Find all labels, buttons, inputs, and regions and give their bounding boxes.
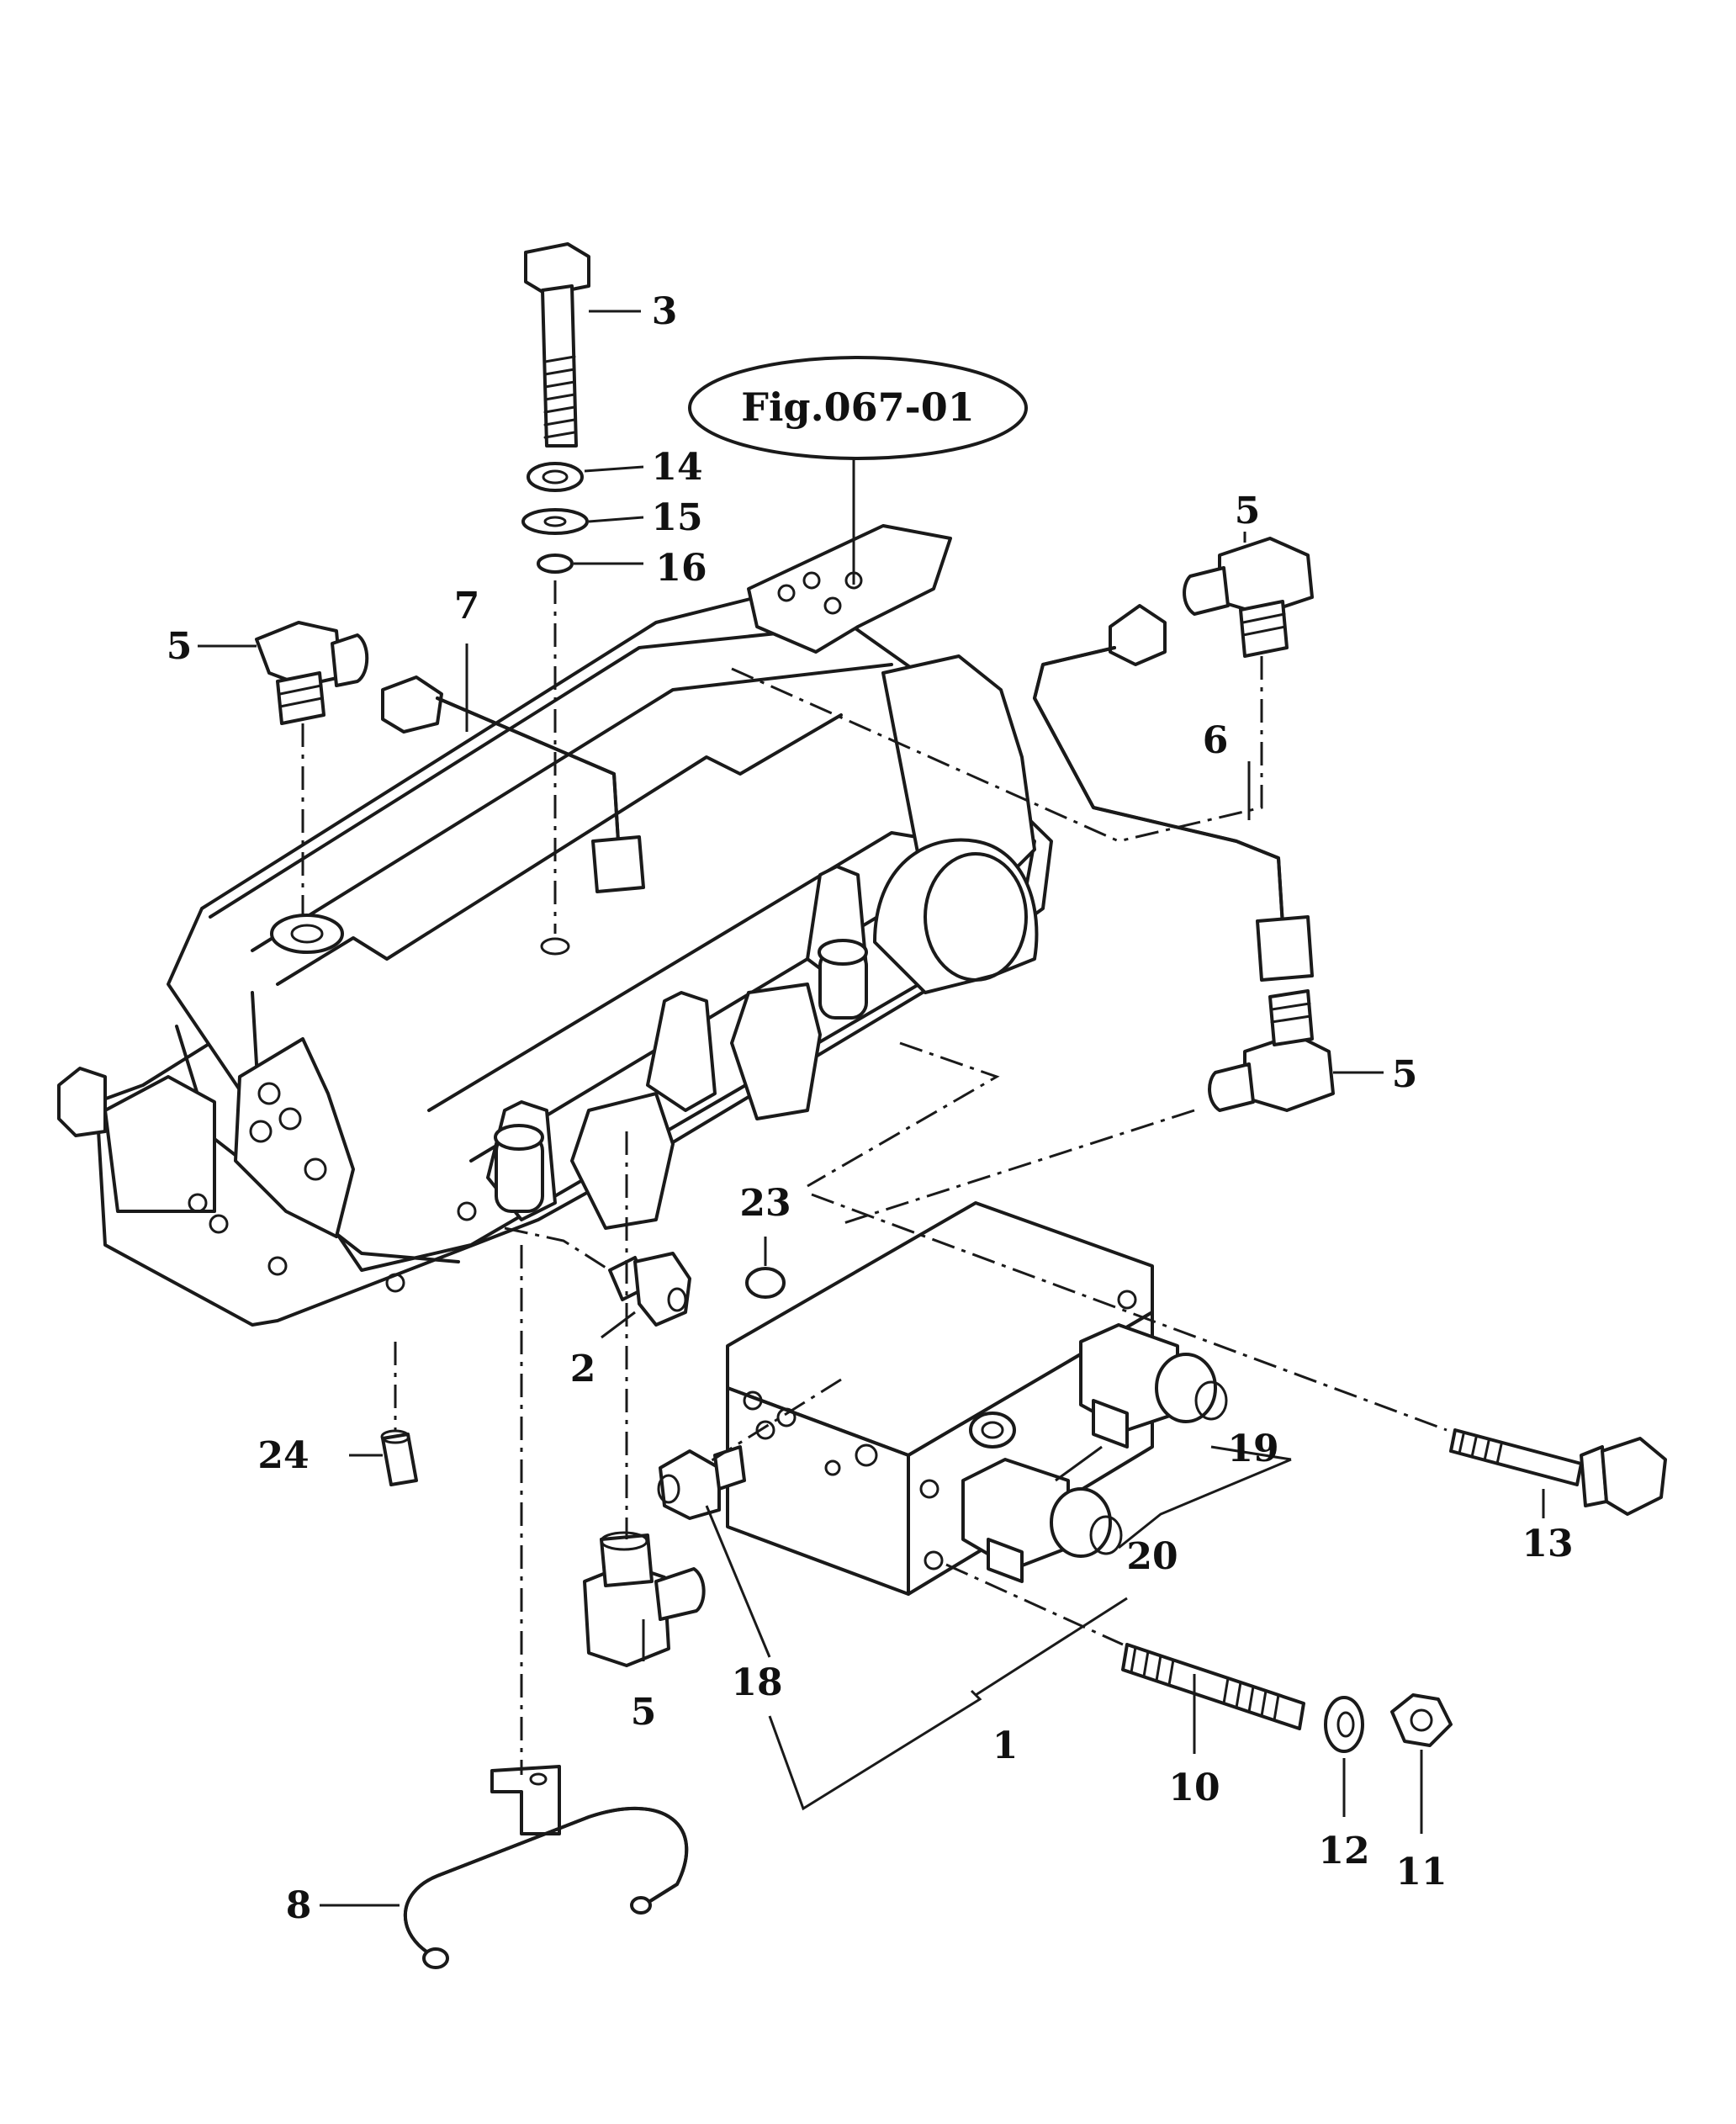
callouts: 3 14 15 16 5 7 5 6 5 23 2 24 19 20 13 18… bbox=[167, 290, 1574, 1927]
part-20-valve bbox=[961, 1458, 1123, 1583]
assembly-lines bbox=[301, 580, 1448, 1775]
figure-reference-label: Fig.067-01 bbox=[741, 384, 974, 430]
callout-6: 6 bbox=[1203, 719, 1229, 762]
callout-19: 19 bbox=[1227, 1427, 1278, 1470]
part-2-fitting bbox=[608, 1252, 691, 1327]
leader-lines bbox=[198, 310, 1545, 1907]
callout-12: 12 bbox=[1318, 1830, 1369, 1872]
callout-23: 23 bbox=[739, 1182, 791, 1225]
callout-20: 20 bbox=[1126, 1535, 1178, 1578]
part-6-tube bbox=[1033, 604, 1314, 982]
part-3-bolt bbox=[524, 242, 590, 448]
housing-cover bbox=[57, 524, 1053, 1327]
callout-24: 24 bbox=[257, 1434, 309, 1477]
part-15-washer bbox=[521, 508, 589, 535]
callout-14: 14 bbox=[651, 446, 702, 489]
callout-1: 1 bbox=[992, 1724, 1019, 1767]
callout-10: 10 bbox=[1168, 1766, 1220, 1809]
part-13-bolt bbox=[1449, 1428, 1667, 1516]
callout-7: 7 bbox=[454, 585, 480, 628]
callout-11: 11 bbox=[1395, 1851, 1447, 1894]
part-5-elbow-bottom bbox=[583, 1531, 706, 1667]
callout-18: 18 bbox=[731, 1661, 782, 1704]
part-23-o-ring bbox=[745, 1267, 786, 1299]
part-16-o-ring bbox=[537, 554, 574, 574]
callout-13: 13 bbox=[1522, 1523, 1573, 1565]
callout-5-left: 5 bbox=[167, 625, 193, 668]
callout-5-top-right: 5 bbox=[1235, 490, 1261, 532]
part-8-tube bbox=[403, 1765, 689, 1969]
part-11-nut bbox=[1390, 1693, 1453, 1747]
part-24-plug bbox=[380, 1429, 418, 1486]
callout-5-right: 5 bbox=[1392, 1053, 1418, 1096]
callout-8: 8 bbox=[286, 1884, 312, 1927]
part-19-valve bbox=[1079, 1323, 1228, 1449]
figure-reference: Fig.067-01 bbox=[688, 356, 1028, 460]
part-18-fitting bbox=[657, 1445, 746, 1520]
part-5-elbow-left bbox=[255, 621, 369, 725]
part-12-washer bbox=[1324, 1696, 1364, 1753]
part-14-washer bbox=[527, 462, 584, 492]
part-7-tube bbox=[381, 675, 645, 893]
callout-3: 3 bbox=[652, 290, 678, 333]
callout-15: 15 bbox=[651, 496, 702, 539]
part-10-stud bbox=[1121, 1643, 1305, 1730]
callout-16: 16 bbox=[655, 547, 707, 590]
part-5-elbow-right bbox=[1208, 989, 1335, 1112]
callout-5-bottom: 5 bbox=[631, 1691, 657, 1734]
callout-2: 2 bbox=[570, 1348, 596, 1390]
part-5-elbow-top-right bbox=[1183, 537, 1314, 658]
